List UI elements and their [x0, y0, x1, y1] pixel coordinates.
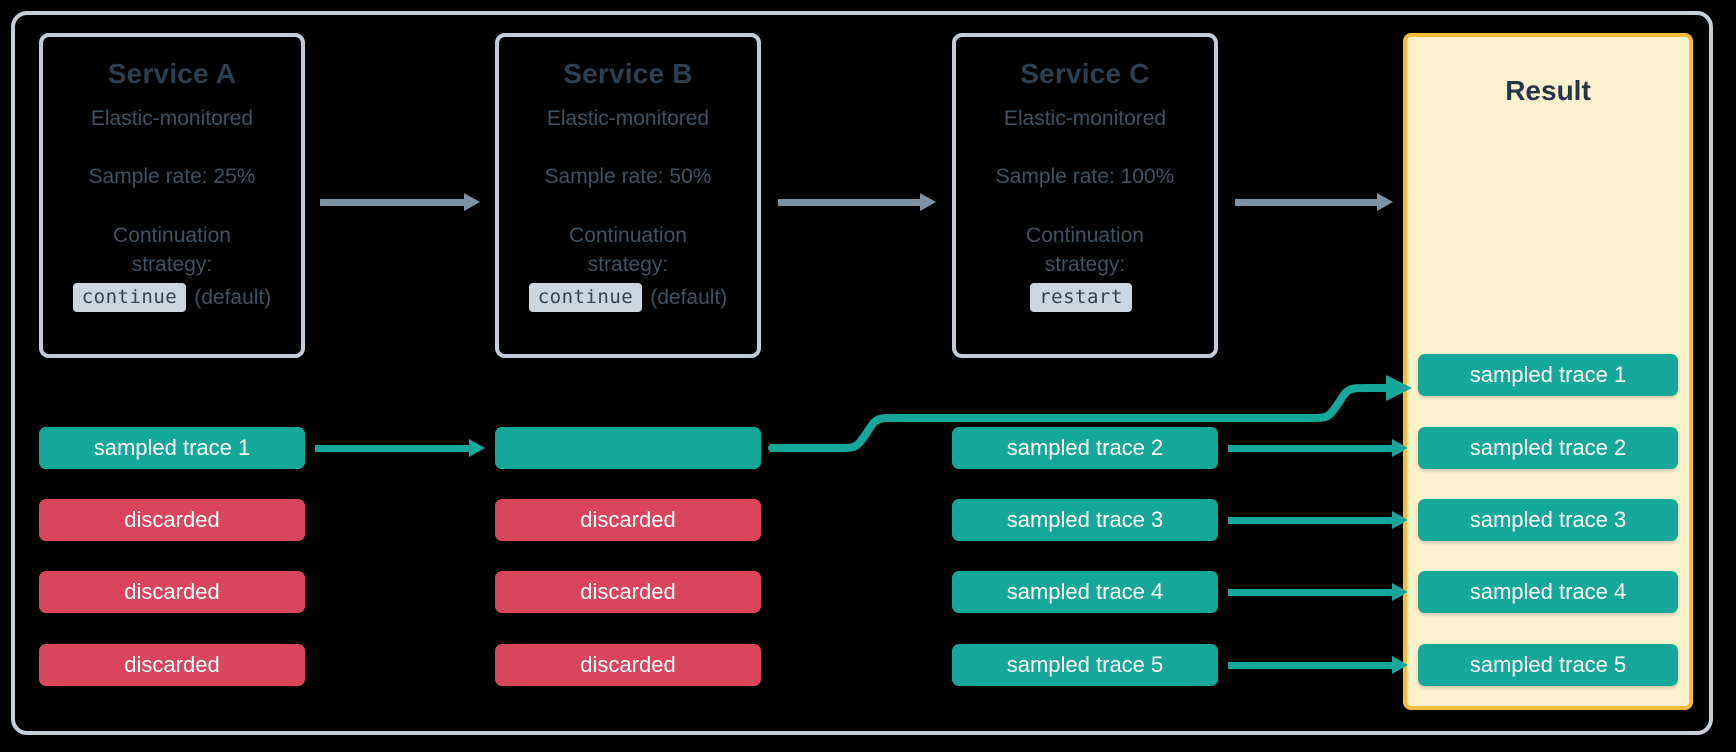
- result-title: Result: [1505, 75, 1591, 106]
- teal-arrow-a1-to-b1-head: [469, 439, 485, 457]
- service-c-title: Service C: [1020, 58, 1150, 89]
- teal-arrow-c2-to-result2-shaft: [1228, 445, 1392, 452]
- service-a-trace-row-2: discarded: [39, 499, 305, 541]
- service-a-strategy-label: Continuation strategy:: [53, 222, 291, 280]
- result-trace-row-1: sampled trace 1: [1418, 354, 1678, 396]
- gray-arrow-b-to-c-head: [920, 193, 936, 211]
- service-b-title: Service B: [563, 58, 693, 89]
- service-b-strategy-line: continue (default): [509, 283, 747, 313]
- service-c-trace-row-4: sampled trace 5: [952, 644, 1218, 686]
- service-b-trace-row-1: [495, 427, 761, 469]
- service-card-b: Service B Elastic-monitored Sample rate:…: [495, 33, 761, 358]
- service-a-sample-rate: Sample rate: 25%: [88, 164, 256, 188]
- service-card-c: Service C Elastic-monitored Sample rate:…: [952, 33, 1218, 358]
- service-b-subtitle: Elastic-monitored: [546, 106, 710, 130]
- diagram-outer-frame: [11, 11, 1713, 735]
- service-c-trace-row-1: sampled trace 2: [952, 427, 1218, 469]
- result-trace-row-3: sampled trace 3: [1418, 499, 1678, 541]
- service-c-strategy-label-line1: Continuation: [1026, 224, 1144, 248]
- teal-arrow-c5-to-result5-shaft: [1228, 662, 1392, 669]
- gray-arrow-c-to-result-head: [1377, 193, 1393, 211]
- service-a-subtitle: Elastic-monitored: [90, 106, 254, 130]
- teal-arrow-c4-to-result4-head: [1392, 583, 1408, 601]
- service-a-strategy-value: continue: [72, 283, 187, 313]
- service-b-strategy-label: Continuation strategy:: [509, 222, 747, 280]
- service-b-strategy-label-line2: strategy:: [587, 253, 669, 277]
- teal-arrow-c5-to-result5-head: [1392, 656, 1408, 674]
- service-card-a: Service A Elastic-monitored Sample rate:…: [39, 33, 305, 358]
- service-c-subtitle: Elastic-monitored: [1003, 106, 1167, 130]
- service-c-sample-rate: Sample rate: 100%: [995, 164, 1175, 188]
- teal-arrow-c2-to-result2: [1228, 439, 1408, 457]
- service-c-strategy-label-line2: strategy:: [1044, 253, 1126, 277]
- teal-arrow-c3-to-result3-shaft: [1228, 517, 1392, 524]
- teal-arrow-c2-to-result2-head: [1392, 439, 1408, 457]
- teal-arrow-c4-to-result4: [1228, 583, 1408, 601]
- service-b-strategy-value: continue: [528, 283, 643, 313]
- gray-arrow-c-to-result: [1235, 193, 1393, 211]
- service-a-title: Service A: [107, 58, 237, 89]
- service-a-strategy-note: (default): [194, 285, 272, 309]
- service-b-trace-row-4: discarded: [495, 644, 761, 686]
- teal-arrow-c3-to-result3: [1228, 511, 1408, 529]
- service-a-strategy-label-line1: Continuation: [113, 224, 231, 248]
- gray-arrow-a-to-b-head: [464, 193, 480, 211]
- service-c-strategy-label: Continuation strategy:: [966, 222, 1204, 280]
- service-a-strategy-label-line2: strategy:: [131, 253, 213, 277]
- service-b-trace-row-2: discarded: [495, 499, 761, 541]
- gray-arrow-b-to-c-shaft: [778, 199, 920, 206]
- teal-arrow-c3-to-result3-head: [1392, 511, 1408, 529]
- service-c-strategy-line: restart: [966, 283, 1204, 313]
- result-trace-row-2: sampled trace 2: [1418, 427, 1678, 469]
- result-trace-row-4: sampled trace 4: [1418, 571, 1678, 613]
- gray-arrow-a-to-b: [320, 193, 480, 211]
- service-b-strategy-note: (default): [650, 285, 728, 309]
- service-c-trace-row-3: sampled trace 4: [952, 571, 1218, 613]
- teal-arrow-a1-to-b1-shaft: [315, 445, 469, 452]
- gray-arrow-b-to-c: [778, 193, 936, 211]
- teal-arrow-c5-to-result5: [1228, 656, 1408, 674]
- service-c-trace-row-2: sampled trace 3: [952, 499, 1218, 541]
- gray-arrow-c-to-result-shaft: [1235, 199, 1377, 206]
- service-a-trace-row-3: discarded: [39, 571, 305, 613]
- result-trace-row-5: sampled trace 5: [1418, 644, 1678, 686]
- service-a-trace-row-1: sampled trace 1: [39, 427, 305, 469]
- gray-arrow-a-to-b-shaft: [320, 199, 464, 206]
- service-a-strategy-line: continue (default): [53, 283, 291, 313]
- service-c-strategy-value: restart: [1030, 283, 1132, 313]
- service-b-sample-rate: Sample rate: 50%: [544, 164, 712, 188]
- teal-arrow-a1-to-b1: [315, 439, 485, 457]
- teal-arrow-c4-to-result4-shaft: [1228, 589, 1392, 596]
- service-b-trace-row-3: discarded: [495, 571, 761, 613]
- service-a-trace-row-4: discarded: [39, 644, 305, 686]
- service-b-strategy-label-line1: Continuation: [569, 224, 687, 248]
